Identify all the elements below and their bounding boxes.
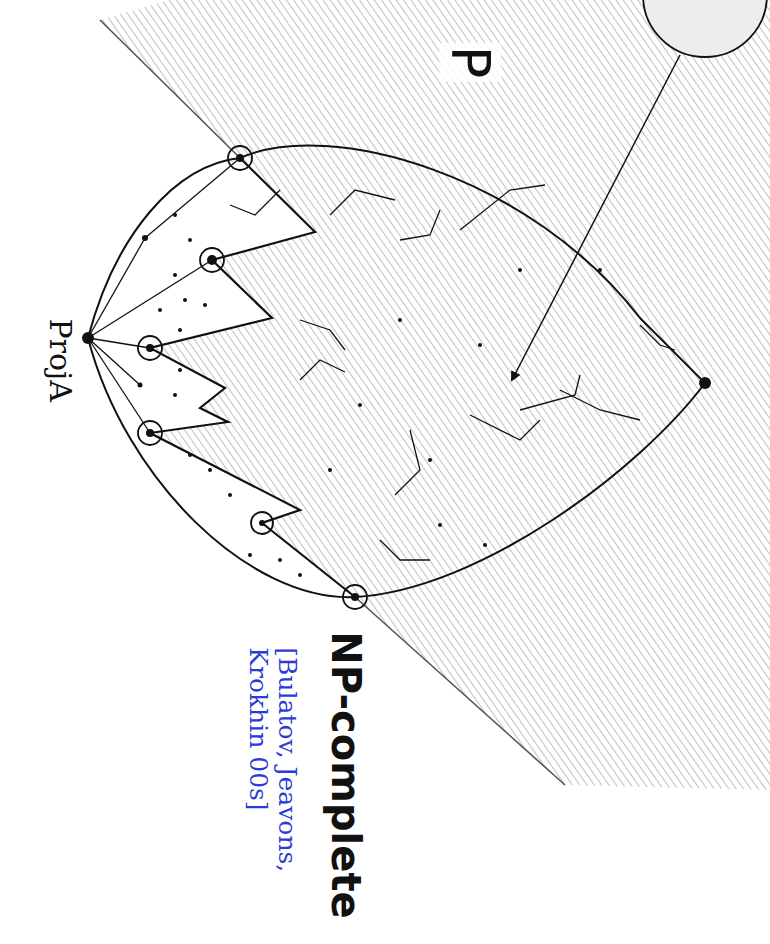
lattice-dots (82, 154, 711, 601)
p-region-shading (100, 0, 770, 790)
region-label: NP-complete (322, 628, 368, 921)
lattice-outline (88, 146, 705, 598)
apex-label: ProjA (43, 315, 78, 405)
apex-fan (88, 158, 240, 433)
sublattice-strokes (230, 185, 675, 560)
boundary-line (100, 20, 240, 158)
region-label: P (439, 43, 501, 82)
frontier-zigzag (150, 158, 355, 597)
boundary-line (355, 597, 565, 785)
callout-bubble (643, 0, 767, 57)
circled-nodes (138, 146, 367, 609)
callout-arrow (512, 55, 680, 380)
citation-note: [Bulatov, Jeavons, Krokhin 00s] (243, 644, 301, 915)
